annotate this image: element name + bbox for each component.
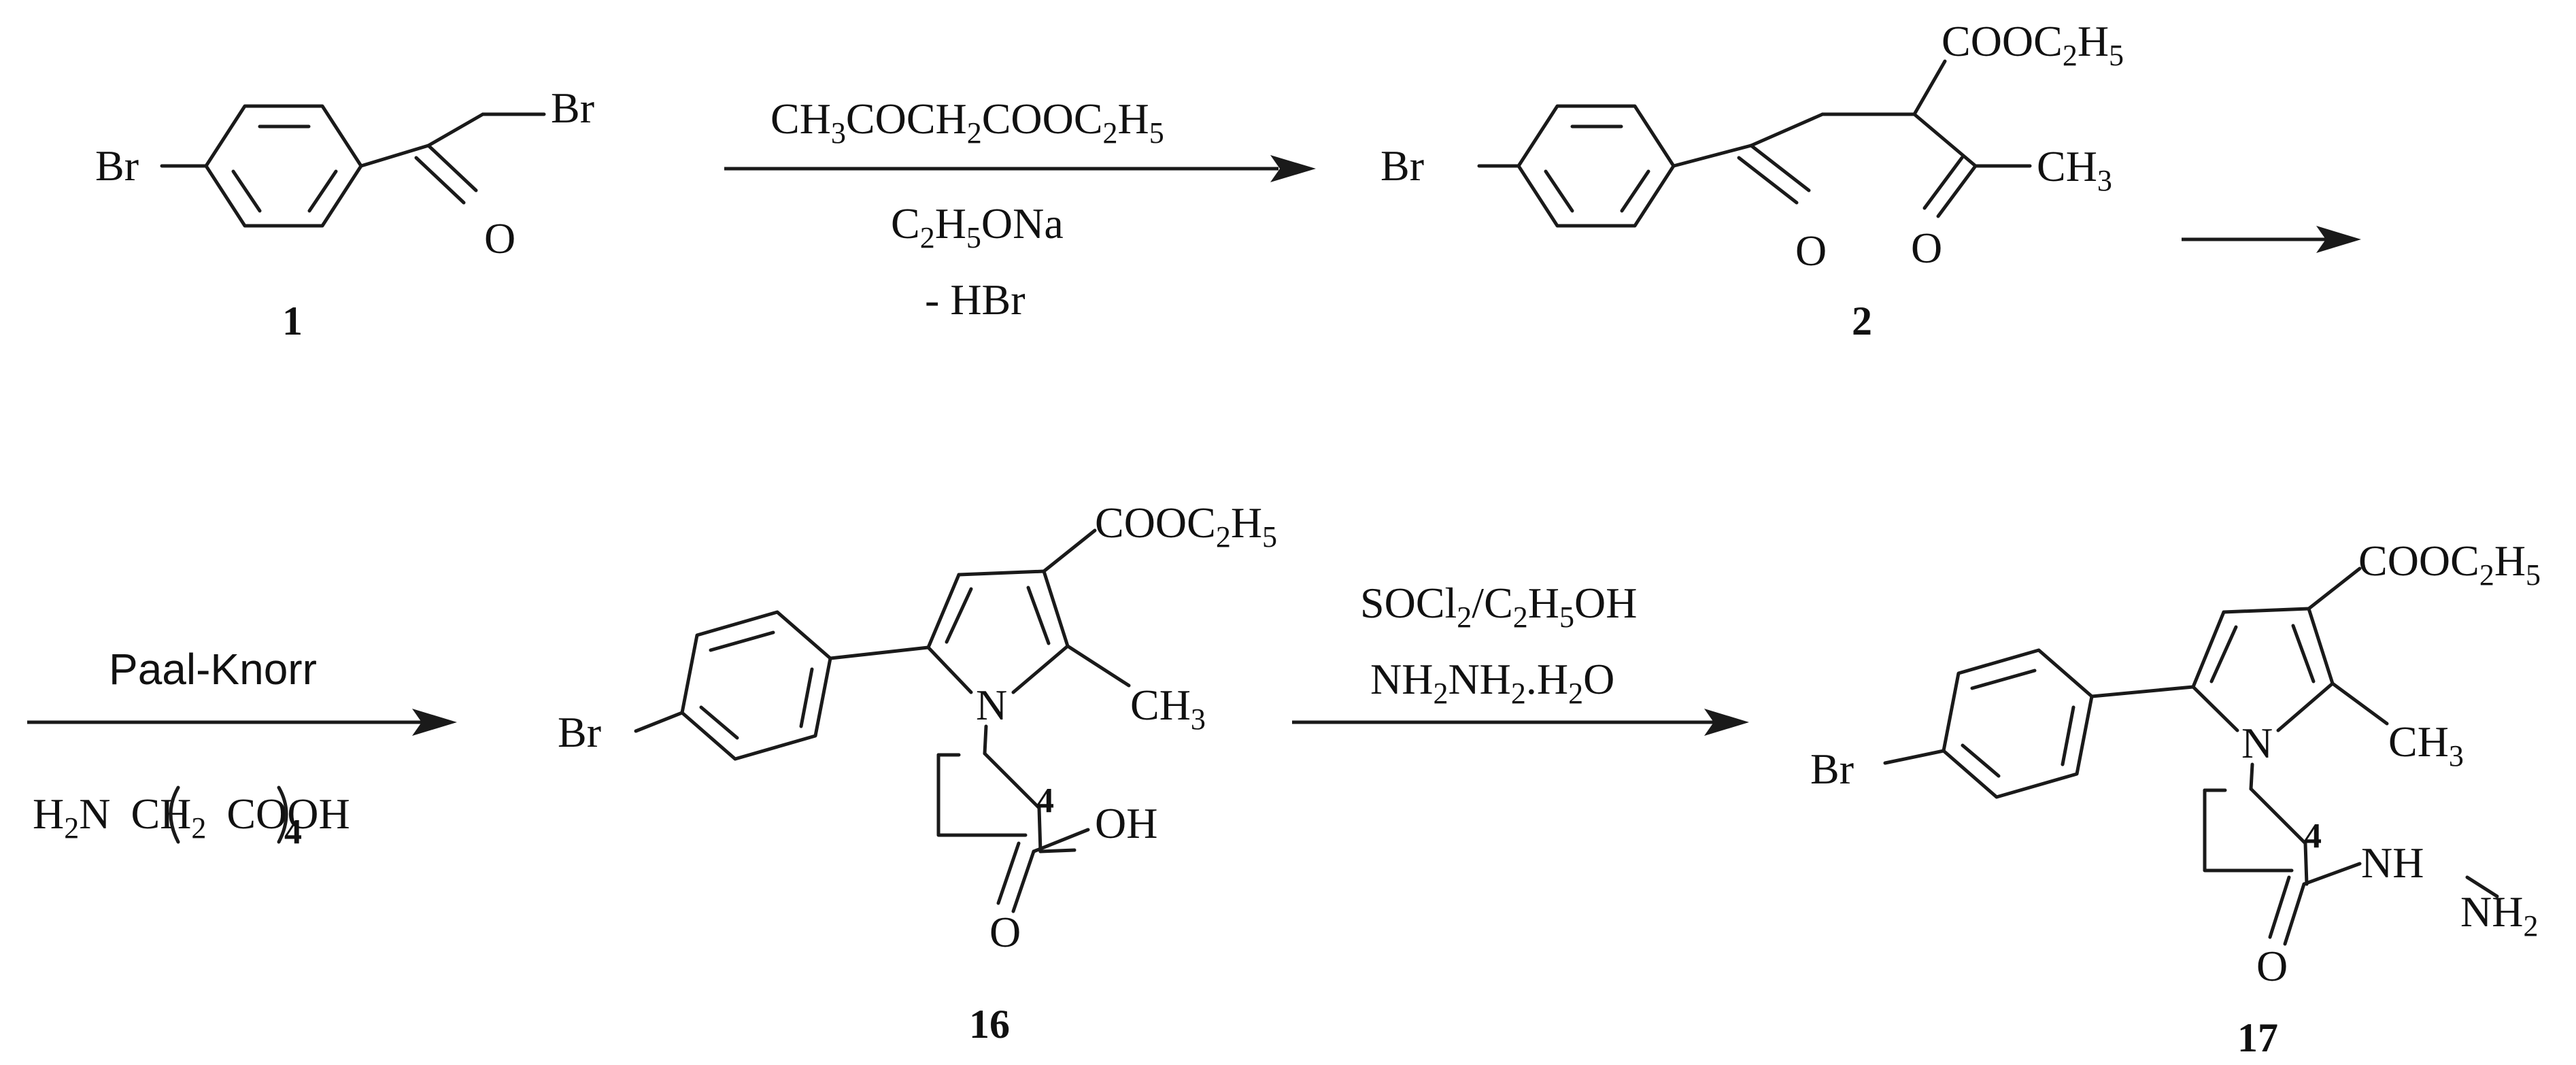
reaction-arrow-1: CH3COCH2COOC2H5 C2H5ONa - HBr [724, 95, 1316, 324]
reagent-thionyl-chloride-ethanol: SOCl2/C2H5OH [1360, 579, 1637, 634]
bromo-label: Br [1810, 745, 1854, 793]
repeat-count: 4 [1036, 781, 1054, 820]
reagent-ethyl-acetoacetate: CH3COCH2COOC2H5 [770, 95, 1164, 150]
oxo-label: O [1911, 224, 1942, 272]
repeat-bracket-left [169, 785, 180, 844]
nitrogen-label: N [976, 681, 1007, 729]
compound-number: 2 [1852, 299, 1872, 343]
reagent-sodium-ethoxide: C2H5ONa [891, 199, 1064, 254]
repeat-count: 4 [2304, 817, 2322, 856]
nitrogen-label: N [2241, 719, 2273, 767]
reaction-name: Paal-Knorr [109, 645, 317, 694]
compound-16: N 4 Br COOC2H5 CH3 OH O 16 [558, 498, 1277, 1047]
methyl-group: CH3 [2037, 142, 2112, 197]
bromo-label: Br [558, 708, 601, 756]
reaction-arrow-3: SOCl2/C2H5OH NH2NH2.H2O [1292, 579, 1749, 736]
compound-1: Br Br O 1 [95, 84, 594, 343]
benzene-ring [204, 104, 363, 228]
compound-number: 16 [969, 1002, 1010, 1047]
oxo-label: O [1795, 226, 1827, 275]
repeat-bracket [936, 753, 1028, 837]
amino-group: NH2 [2460, 888, 2538, 943]
bromo-label: Br [95, 141, 139, 190]
ester-group: COOC2H5 [1942, 17, 2124, 72]
methyl-group: CH3 [1130, 681, 1206, 736]
bromo-label: Br [551, 84, 594, 132]
byproduct-hbr: - HBr [925, 275, 1026, 324]
oxo-label: O [989, 908, 1021, 956]
ester-group: COOC2H5 [2358, 537, 2541, 592]
bromo-label: Br [1380, 141, 1424, 190]
ester-group: COOC2H5 [1095, 498, 1277, 554]
oxo-label: O [2256, 942, 2288, 990]
reagent-hydrazine-hydrate: NH2NH2.H2O [1370, 655, 1614, 710]
benzene-ring [1516, 104, 1676, 228]
compound-number: 17 [2237, 1015, 2278, 1060]
continuation-arrow [2182, 226, 2361, 253]
compound-17: N 4 Br COOC2H5 CH3 NH NH2 O 17 [1810, 537, 2541, 1060]
hydroxyl-label: OH [1095, 799, 1157, 847]
amide-nh-label: NH [2361, 839, 2424, 887]
oxo-label: O [484, 214, 515, 263]
repeat-bracket-right [277, 785, 288, 844]
repeat-bracket [2203, 788, 2294, 873]
compound-2: Br COOC2H5 O O CH3 2 [1380, 17, 2124, 343]
methyl-group: CH3 [2388, 717, 2464, 773]
compound-number: 1 [282, 299, 303, 343]
